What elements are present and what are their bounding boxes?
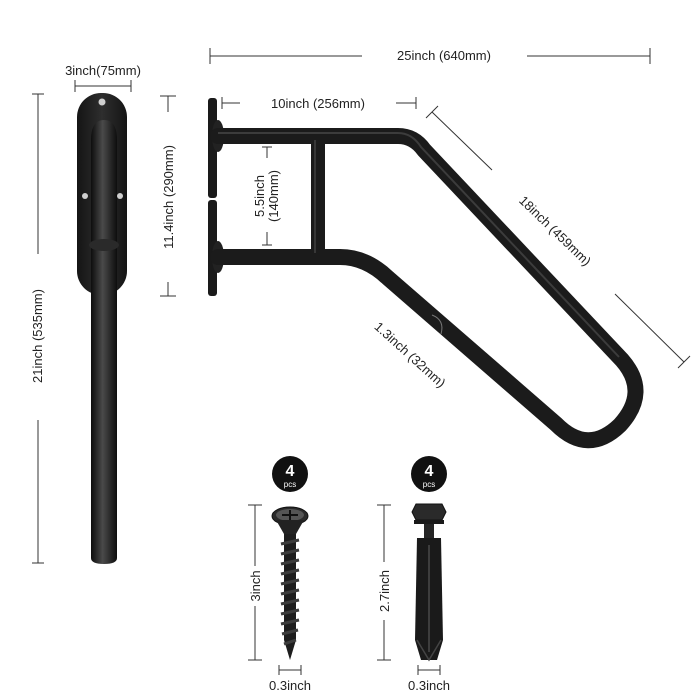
anchor-bolt-length: 2.7inch: [377, 570, 392, 612]
total-length-label: 25inch (640mm): [397, 48, 491, 63]
bar-gap-label-line1: 5.5inch: [252, 175, 267, 217]
wood-screw-width: 0.3inch: [269, 678, 311, 693]
wood-screw-icon: [271, 506, 309, 660]
anchor-bolt-group: 4 pcs 2.7inch 0.3inch: [377, 456, 450, 693]
plate-screw-hole: [117, 193, 123, 199]
quantity-unit: pcs: [284, 480, 296, 489]
total-height-dimension: 21inch (535mm): [30, 93, 45, 564]
anchor-bolt-icon: [411, 503, 447, 662]
mount-height-dimension: 11.4inch (290mm): [160, 95, 176, 297]
wall-plate-bottom: [208, 200, 217, 296]
top-length-label: 10inch (256mm): [271, 96, 365, 111]
quantity-badge: [272, 456, 308, 492]
rail-tube-front: [91, 120, 117, 564]
mount-height-label: 11.4inch (290mm): [161, 145, 176, 249]
top-length-dimension: 10inch (256mm): [221, 96, 417, 111]
side-view-rail: [208, 98, 644, 449]
plate-screw-hole: [82, 193, 88, 199]
quantity-badge: [411, 456, 447, 492]
anchor-bolt-width: 0.3inch: [408, 678, 450, 693]
quantity-count: 4: [425, 463, 434, 480]
diameter-arc: [431, 314, 443, 335]
plate-width-label: 3inch(75mm): [65, 63, 141, 78]
wood-screw-length: 3inch: [248, 570, 263, 601]
bar-gap-dimension: 5.5inch (140mm): [252, 146, 281, 246]
bar-gap-label-line2: (140mm): [266, 170, 281, 222]
angled-length-dimension: 18inch (459mm): [425, 105, 691, 369]
quantity-count: 4: [286, 463, 295, 480]
tube-end-cap: [89, 239, 119, 251]
wood-screw-group: 4 pcs 3inch 0.3inch: [248, 456, 311, 693]
front-view-rail: [77, 93, 127, 564]
total-height-label: 21inch (535mm): [30, 289, 45, 383]
plate-screw-hole: [98, 98, 106, 106]
total-length-dimension: 25inch (640mm): [209, 48, 651, 64]
plate-width-dimension: 3inch(75mm): [65, 63, 141, 92]
quantity-unit: pcs: [423, 480, 435, 489]
